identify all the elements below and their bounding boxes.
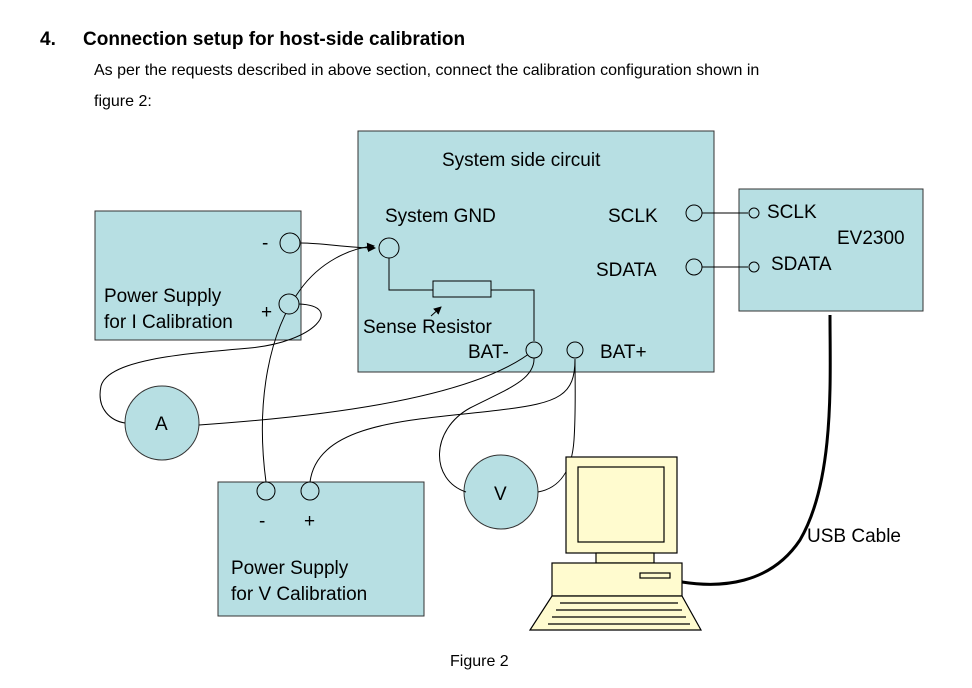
sense-resistor-label: Sense Resistor (363, 317, 493, 338)
usb-cable (681, 314, 832, 586)
system-title: System side circuit (442, 150, 601, 171)
intro-line-2: figure 2: (94, 93, 152, 110)
system-circuit-box (357, 130, 715, 373)
ps-v-plus-label: + (304, 511, 315, 532)
wire-psv-plus-to-bat-plus (309, 358, 576, 483)
ps-v-box (217, 481, 425, 617)
figure-caption: Figure 2 (450, 653, 509, 670)
bat-minus-label: BAT- (468, 342, 509, 363)
ev-sdata-label: SDATA (771, 254, 832, 275)
sense-resistor-wire-left (388, 258, 433, 291)
intro-line-1: As per the requests described in above s… (94, 62, 760, 79)
ps-i-minus-label: - (262, 233, 268, 254)
ps-i-line2: for I Calibration (104, 312, 233, 333)
ps-i-box (94, 210, 302, 341)
ev2300-label: EV2300 (837, 228, 905, 249)
bat-plus-label: BAT+ (600, 342, 647, 363)
psi-minus-terminal (279, 232, 301, 254)
heading-title: Connection setup for host-side calibrati… (83, 29, 466, 50)
system-sclk-label: SCLK (608, 206, 658, 227)
sense-resistor-pointer (430, 306, 442, 317)
wire-voltmeter-to-bat-plus (537, 358, 576, 493)
ev-sclk-terminal (748, 207, 760, 219)
heading-number: 4. (40, 29, 56, 50)
wire-voltmeter-to-bat-minus (439, 357, 535, 493)
ev-sclk-label: SCLK (767, 202, 817, 223)
ev-sdata-terminal (748, 261, 760, 273)
ammeter-label: A (155, 414, 168, 435)
bat-minus-terminal (525, 341, 543, 359)
psv-plus-terminal (300, 481, 320, 501)
usb-cable-label: USB Cable (807, 526, 901, 547)
system-gnd-label: System GND (385, 206, 496, 227)
system-gnd-terminal (378, 237, 400, 259)
voltmeter-label: V (494, 484, 507, 505)
ps-v-line1: Power Supply (231, 558, 349, 579)
ps-v-minus-label: - (259, 511, 265, 532)
ev2300-box (738, 188, 924, 312)
sense-resistor (432, 280, 492, 298)
ps-v-line2: for V Calibration (231, 584, 367, 605)
psv-minus-terminal (256, 481, 276, 501)
system-sdata-label: SDATA (596, 260, 657, 281)
psi-plus-terminal (278, 293, 300, 315)
sdata-terminal (685, 258, 703, 276)
computer-icon (528, 456, 703, 631)
ps-i-line1: Power Supply (104, 286, 222, 307)
sclk-terminal (685, 204, 703, 222)
wire-psi-plus-to-ammeter (99, 303, 322, 424)
sense-resistor-wire-right (491, 289, 535, 341)
ps-i-plus-label: + (261, 302, 272, 323)
bat-plus-terminal (566, 341, 584, 359)
wire-ammeter-to-bat-minus (198, 349, 535, 426)
